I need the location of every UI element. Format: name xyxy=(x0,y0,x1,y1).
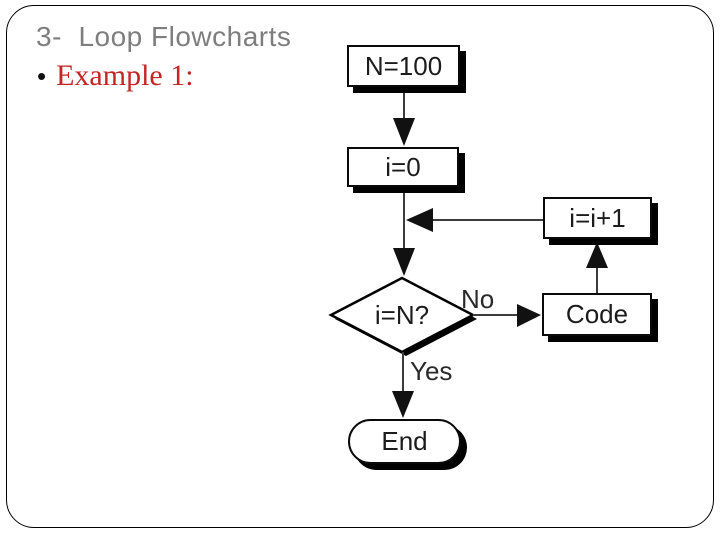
arrowhead-down-to-end xyxy=(392,391,414,418)
arrowhead-up-to-increment xyxy=(586,242,608,268)
node-code: Code xyxy=(542,293,652,336)
bullet-row: • Example 1: xyxy=(37,58,194,94)
bullet-marker: • xyxy=(37,61,47,91)
arrowhead-down-to-i0 xyxy=(393,118,415,146)
arrowhead-left-at-junction xyxy=(406,208,433,232)
example-label: Example 1: xyxy=(56,59,194,92)
node-init-i: i=0 xyxy=(347,147,459,187)
slide-title: 3- Loop Flowcharts xyxy=(36,21,292,52)
node-init-n: N=100 xyxy=(347,45,460,87)
edge-label-yes: Yes xyxy=(410,356,453,386)
node-end: End xyxy=(348,419,461,464)
arrowhead-down-to-decision xyxy=(393,248,415,276)
node-condition-label: i=N? xyxy=(374,299,430,330)
edge-label-no: No xyxy=(461,284,495,314)
arrowhead-right-to-code xyxy=(517,304,541,327)
node-increment: i=i+1 xyxy=(543,197,652,239)
